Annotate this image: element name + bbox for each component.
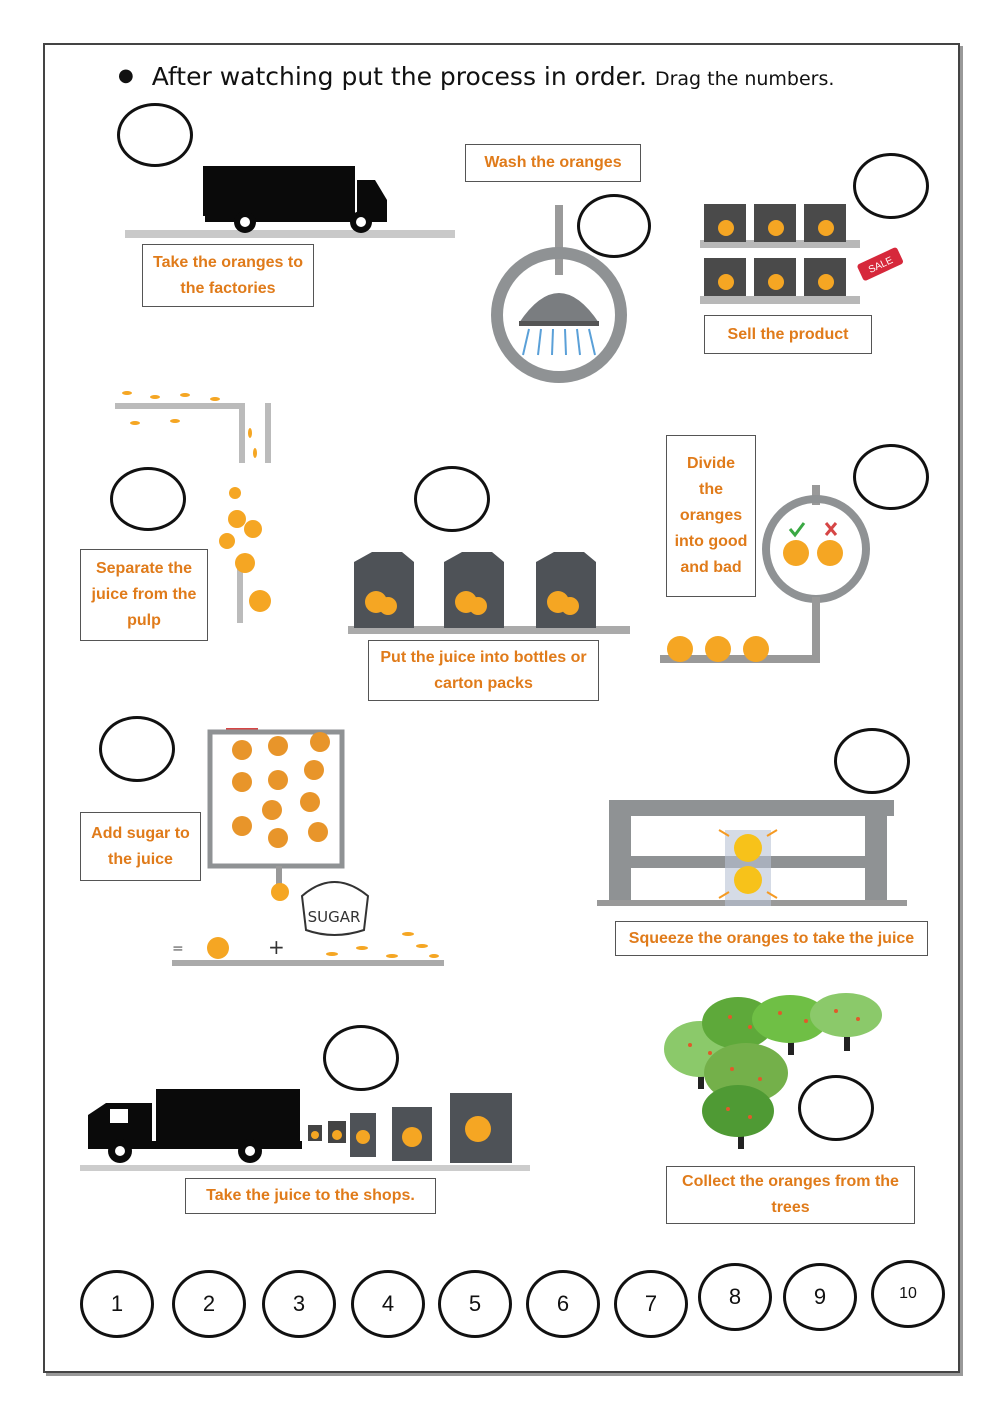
instruction-main: After watching put the process in order. [151, 62, 647, 91]
drop-target-collect[interactable] [798, 1075, 874, 1141]
number-8[interactable]: 8 [698, 1263, 772, 1331]
step-sell: Sell the product [704, 315, 872, 354]
number-3[interactable]: 3 [262, 1270, 336, 1338]
step-take-to-shops: Take the juice to the shops. [185, 1178, 436, 1214]
step-separate: Separate the juice from the pulp [80, 549, 208, 641]
truck-icon [125, 166, 455, 238]
drop-target-separate[interactable] [110, 467, 186, 531]
carton-icon: SALE [700, 204, 903, 304]
step-bottles: Put the juice into bottles or carton pac… [368, 640, 599, 701]
sugar-bag-icon: SUGAR [300, 881, 370, 936]
drop-target-divide[interactable] [853, 444, 929, 510]
svg-text:SUGAR: SUGAR [308, 908, 361, 926]
drop-target-take-to-shops[interactable] [323, 1025, 399, 1091]
sorter-icon [660, 485, 870, 663]
press-icon [597, 800, 907, 906]
number-7[interactable]: 7 [614, 1270, 688, 1338]
step-add-sugar: Add sugar to the juice [80, 812, 201, 881]
sale-tag-icon: SALE [857, 247, 903, 281]
drop-target-squeeze[interactable] [834, 728, 910, 794]
cross-icon [824, 522, 838, 536]
step-collect: Collect the oranges from the trees [666, 1166, 915, 1224]
instruction-sub: Drag the numbers. [654, 68, 835, 90]
svg-text:+: + [268, 935, 285, 959]
drop-target-bottles[interactable] [414, 466, 490, 532]
step-wash: Wash the oranges [465, 144, 641, 182]
drop-target-add-sugar[interactable] [99, 716, 175, 782]
step-divide: Divide the oranges into good and bad [666, 435, 756, 597]
checkmark-icon [788, 522, 806, 538]
svg-text:=: = [172, 941, 184, 957]
truck-icon [80, 1089, 530, 1171]
step-take-to-factories: Take the oranges to the factories [142, 244, 314, 307]
number-5[interactable]: 5 [438, 1270, 512, 1338]
number-6[interactable]: 6 [526, 1270, 600, 1338]
drop-target-take-to-factories[interactable] [117, 103, 193, 167]
drop-target-sell[interactable] [853, 153, 929, 219]
number-4[interactable]: 4 [351, 1270, 425, 1338]
instruction: ●After watching put the process in order… [118, 62, 835, 91]
number-1[interactable]: 1 [80, 1270, 154, 1338]
sugar-mixer-icon: SUGAR = + [172, 728, 444, 966]
number-9[interactable]: 9 [783, 1263, 857, 1331]
number-10[interactable]: 10 [871, 1260, 945, 1328]
drop-target-wash[interactable] [577, 194, 651, 258]
carton-icon [348, 552, 630, 634]
shower-icon [491, 205, 627, 383]
step-squeeze: Squeeze the oranges to take the juice [615, 921, 928, 956]
tree-icon [664, 993, 882, 1149]
number-2[interactable]: 2 [172, 1270, 246, 1338]
pipe-icon [115, 391, 271, 623]
